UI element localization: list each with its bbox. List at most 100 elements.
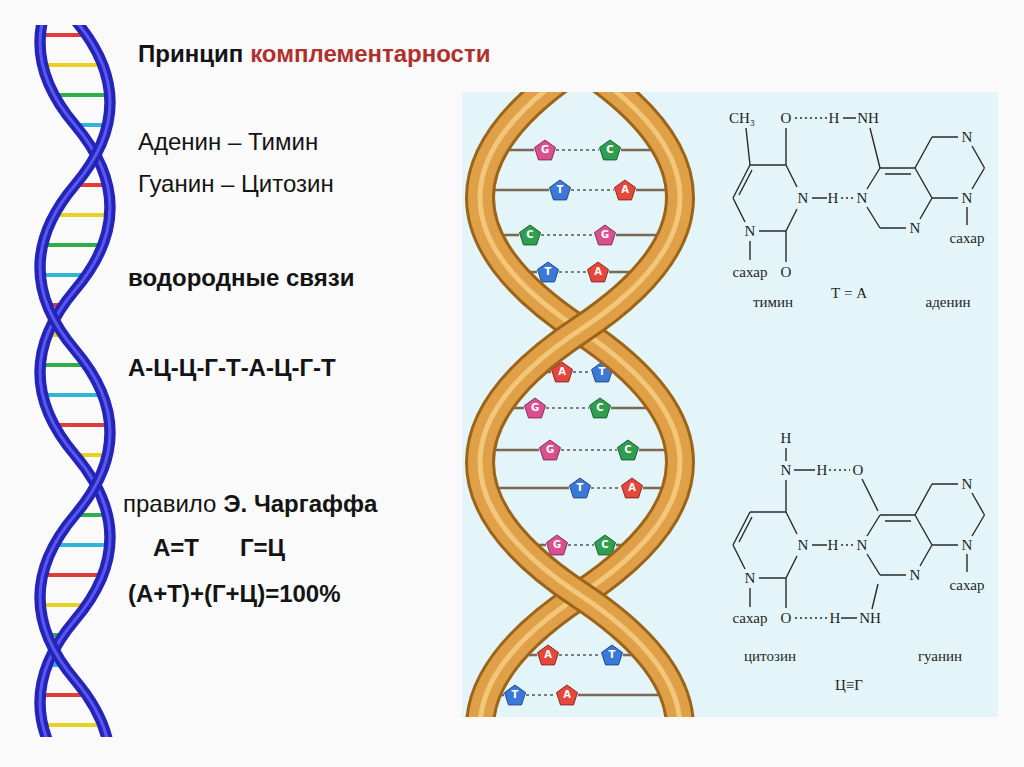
rule-text: правило [123,490,216,518]
atom-label: NH [859,611,881,626]
base-letter: T [609,650,616,660]
base-shape [550,180,571,200]
rule-formula: (А+Т)+(Г+Ц)=100% [128,580,341,608]
helix-strand [480,92,680,717]
base-letter: T [545,267,552,277]
base-shape [538,645,559,665]
atom-label: N [857,538,868,553]
sugar-label: сахар [950,578,985,593]
atom-label: N [857,191,868,206]
rule-name: Э. Чаргаффа [223,490,377,518]
atom-label: N [798,538,809,553]
base-letter: A [621,185,629,195]
atom-label: O [781,611,792,626]
molecule-name: гуанин [918,649,962,664]
atom-label: H [817,463,828,478]
base-letter: C [601,540,608,550]
heading-word: комплементарности [250,40,490,68]
base-shape [538,262,559,282]
pair-text: Аденин – Тимин [138,128,318,156]
base-letter: A [558,367,566,377]
helix-strand [480,92,680,717]
sugar-label: сахар [950,231,985,246]
atom-label: H [781,431,792,446]
sequence-text: А-Ц-Ц-Г-Т-А-Ц-Г-Т [128,354,336,382]
atom-label: N [781,463,792,478]
helix-strand [480,92,680,717]
molecule-name: цитозин [744,649,796,664]
atom-label: O [781,111,792,126]
base-letter: A [594,267,602,277]
base-shape [535,140,556,160]
bond-text: водородные связи [128,264,354,292]
base-shape [590,398,611,418]
base-shape [622,478,643,498]
base-letter: T [512,690,519,700]
base-shape [547,535,568,555]
base-letter: T [577,483,584,493]
atom-label: H [828,538,839,553]
helix-strand [40,25,110,737]
base-letter: G [531,403,539,413]
base-shape [540,440,561,460]
atom-label: O [781,265,792,280]
atom-label: CH₃ [729,111,755,126]
base-letter: C [624,445,631,455]
base-letter: A [628,483,636,493]
heading-word: Принцип [138,40,243,68]
atom-label: NH [857,111,879,126]
base-letter: G [546,445,554,455]
atom-label: O [853,463,864,478]
atom-label: H [830,611,841,626]
helix-strand [480,92,680,717]
pair-formula: Т = А [831,286,867,301]
base-letter: G [541,145,549,155]
base-shape [505,685,526,705]
base-letter: T [557,185,564,195]
molecule-name: тимин [753,295,793,310]
helix-strand [480,92,680,717]
rule-formula: Г=Ц [240,534,285,562]
sugar-label: сахар [733,265,768,280]
atom-label: N [745,224,756,239]
base-shape [600,140,621,160]
chemical-bond [733,118,985,262]
atom-label: N [910,568,921,583]
base-shape [525,398,546,418]
atom-label: N [962,477,973,492]
base-letter: A [544,650,552,660]
sugar-label: сахар [733,611,768,626]
base-letter: C [526,230,533,240]
base-shape [520,225,541,245]
base-shape [570,478,591,498]
atom-label: H [828,191,839,206]
helix-strand [480,92,680,717]
atom-label: N [910,221,921,236]
base-letter: C [596,403,603,413]
base-shape [595,535,616,555]
atom-label: H [829,111,840,126]
rule-formula: А=Т [153,534,199,562]
base-letter: G [601,230,609,240]
atom-label: N [962,130,973,145]
base-shape [588,262,609,282]
base-shape [602,645,623,665]
hydrogen-bond [795,118,854,618]
atom-label: N [798,191,809,206]
helix-strand [40,25,110,737]
atom-label: N [962,191,973,206]
pair-formula: Ц≡Г [835,678,863,693]
base-letter: A [563,690,571,700]
base-shape [615,180,636,200]
blue-helix [40,25,110,737]
pair-text: Гуанин – Цитозин [138,170,334,198]
molecule-name: аденин [925,295,970,310]
base-shape [595,225,616,245]
base-shape [618,440,639,460]
atom-label: N [962,538,973,553]
base-letter: C [606,145,613,155]
base-letter: T [599,367,606,377]
chemical-bond [733,448,985,618]
base-shape [557,685,578,705]
